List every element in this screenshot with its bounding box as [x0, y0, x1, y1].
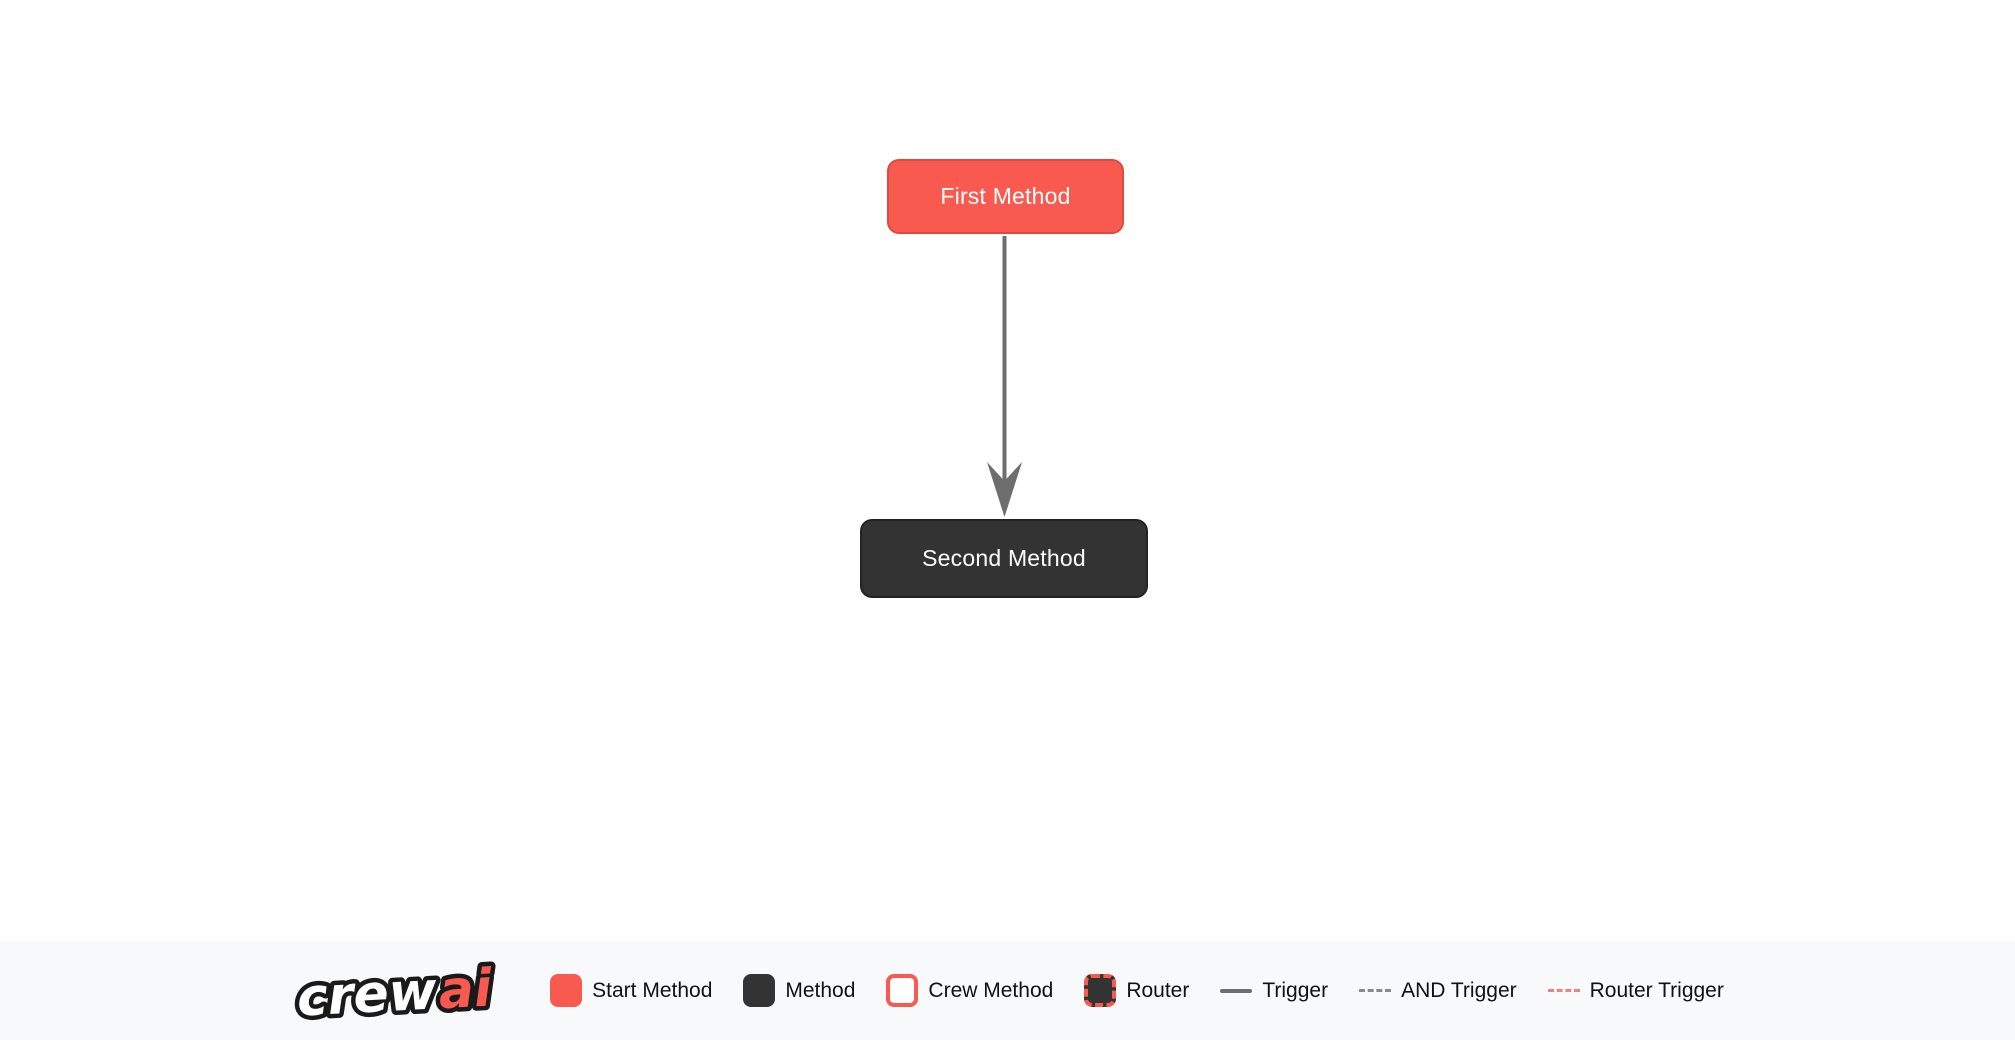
legend-label: Method: [785, 978, 856, 1002]
node-second-method[interactable]: Second Method: [860, 519, 1148, 598]
legend-item-trigger: Trigger: [1220, 979, 1328, 1003]
start-method-swatch-icon: [550, 974, 583, 1007]
node-second-method-label: Second Method: [922, 545, 1086, 571]
router-swatch-icon: [1084, 974, 1117, 1007]
legend-bar: crew ai Start Method Method Crew Method …: [0, 941, 2015, 1040]
logo-text-ai: ai: [437, 958, 494, 1021]
method-swatch-icon: [743, 974, 776, 1007]
logo-text-crew: crew: [296, 961, 440, 1028]
legend-item-crew-method: Crew Method: [886, 974, 1053, 1007]
router-trigger-line-icon: [1547, 989, 1580, 992]
trigger-edge-arrowhead-icon: [987, 462, 1022, 517]
flow-canvas[interactable]: First Method Second Method: [0, 0, 2015, 941]
legend-item-and-trigger: AND Trigger: [1359, 979, 1517, 1003]
crewai-logo-icon: crew ai: [291, 953, 499, 1029]
crewai-logo: crew ai: [291, 952, 519, 1029]
edge-layer: [987, 236, 1022, 517]
legend-label: AND Trigger: [1401, 978, 1517, 1002]
legend-label: Trigger: [1262, 978, 1329, 1002]
legend-label: Crew Method: [928, 978, 1054, 1002]
trigger-line-icon: [1220, 988, 1253, 993]
legend-item-method: Method: [743, 974, 855, 1007]
legend-item-router: Router: [1084, 974, 1189, 1007]
node-first-method[interactable]: First Method: [887, 159, 1124, 234]
legend-label: Start Method: [592, 978, 713, 1002]
legend-label: Router: [1126, 978, 1190, 1002]
legend-item-router-trigger: Router Trigger: [1547, 978, 1724, 1003]
node-first-method-label: First Method: [940, 183, 1071, 209]
and-trigger-line-icon: [1359, 989, 1392, 992]
legend-label: Router Trigger: [1589, 978, 1724, 1002]
crew-method-swatch-icon: [886, 974, 919, 1007]
legend-item-start-method: Start Method: [550, 974, 712, 1007]
